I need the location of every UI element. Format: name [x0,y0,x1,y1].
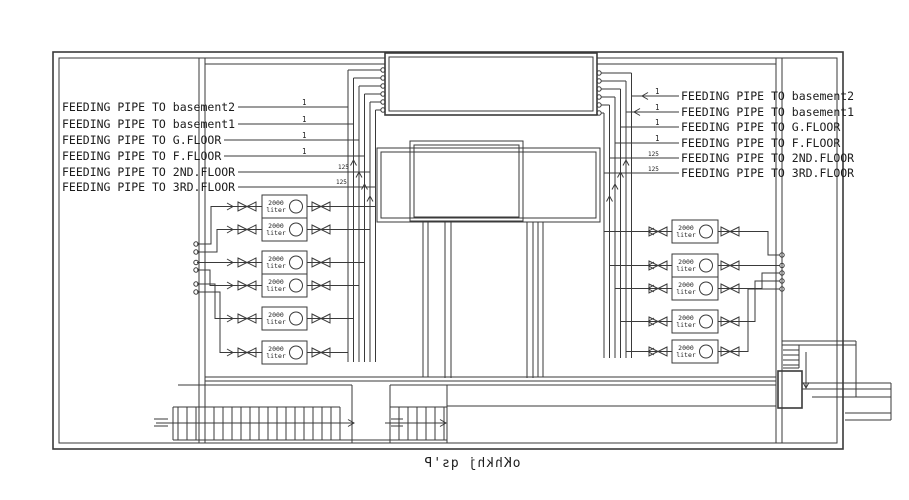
storage-tank: 2000 liter [671,339,719,364]
tank-column-right: 2000 liter 2000 liter 2000 liter 2000 li… [671,219,719,364]
pipe-size: 1 [302,98,307,107]
svg-text:2000: 2000 [268,311,284,319]
building-walls [198,58,783,443]
svg-text:2000: 2000 [268,345,284,353]
storage-tank: 2000 liter [261,250,308,275]
svg-text:2000: 2000 [678,224,694,232]
storage-tank: 2000 liter [671,276,719,301]
feeding-label: FEEDING PIPE TO 3RD.FLOOR [62,180,235,194]
central-core [376,140,601,378]
svg-text:2000: 2000 [678,314,694,322]
feeding-label: FEEDING PIPE TO basement2 [681,89,854,103]
storage-tank: 2000 liter [671,309,719,334]
svg-text:2000: 2000 [268,222,284,230]
svg-text:2000: 2000 [268,255,284,263]
drawing-title: oKhkhj qs'P [423,456,520,471]
svg-text:2000: 2000 [268,278,284,286]
riser-pipes-right [601,72,632,358]
storage-tank: 2000 liter [261,194,308,219]
pipe-size: 1 [655,118,660,127]
pipe-size: 125 [338,164,349,171]
pipe-size: 1 [655,134,660,143]
svg-text:liter: liter [266,352,286,360]
roof-tank-structure [380,52,602,116]
svg-text:liter: liter [266,206,286,214]
feeding-label: FEEDING PIPE TO F.FLOOR [62,149,221,163]
storage-tank: 2000 liter [671,253,719,278]
pipe-size: 1 [655,87,660,96]
svg-text:2000: 2000 [678,258,694,266]
svg-text:2000: 2000 [678,281,694,289]
pipe-size: 1 [655,103,660,112]
feeding-label: FEEDING PIPE TO F.FLOOR [681,136,840,150]
feeding-label: FEEDING PIPE TO 2ND.FLOOR [681,151,854,165]
annex-rooms [777,340,892,421]
feeding-label: FEEDING PIPE TO basement1 [681,105,854,119]
svg-text:liter: liter [676,231,696,239]
storage-tank: 2000 liter [671,219,719,244]
svg-text:liter: liter [266,262,286,270]
annex-stair-treads [783,345,800,369]
feeding-label: FEEDING PIPE TO G.FLOOR [62,133,221,147]
pipe-size: 1 [302,115,307,124]
svg-text:2000: 2000 [678,344,694,352]
pipe-size: 125 [648,151,659,158]
svg-text:liter: liter [676,288,696,296]
svg-text:liter: liter [266,318,286,326]
pipe-size: 125 [336,179,347,186]
svg-text:liter: liter [676,265,696,273]
storage-tank: 2000 liter [261,306,308,331]
staircase-area [154,384,776,443]
plumbing-left [193,201,376,358]
feeding-labels-left: FEEDING PIPE TO basement2 FEEDING PIPE T… [62,98,376,194]
feeding-label: FEEDING PIPE TO G.FLOOR [681,120,840,134]
svg-text:liter: liter [266,285,286,293]
feeding-label: FEEDING PIPE TO 2ND.FLOOR [62,165,235,179]
storage-tank: 2000 liter [261,217,308,242]
svg-text:2000: 2000 [268,199,284,207]
stair-start-ticks [154,418,403,427]
tank-column-left: 2000 liter 2000 liter 2000 liter 2000 li… [261,194,308,365]
pipe-size: 125 [648,166,659,173]
plumbing-right [604,226,785,357]
wall-connector-circles-left [193,241,199,295]
feeding-label: FEEDING PIPE TO basement1 [62,117,235,131]
pipe-size: 1 [302,147,307,156]
pipe-size: 1 [302,131,307,140]
feeding-label: FEEDING PIPE TO basement2 [62,100,235,114]
riser-pipes-left [347,69,381,362]
svg-text:liter: liter [676,351,696,359]
storage-tank: 2000 liter [261,273,308,298]
feeding-label: FEEDING PIPE TO 3RD.FLOOR [681,166,854,180]
feeding-labels-right: FEEDING PIPE TO basement2 FEEDING PIPE T… [604,87,854,180]
svg-text:liter: liter [676,321,696,329]
storage-tank: 2000 liter [261,340,308,365]
svg-text:liter: liter [266,229,286,237]
